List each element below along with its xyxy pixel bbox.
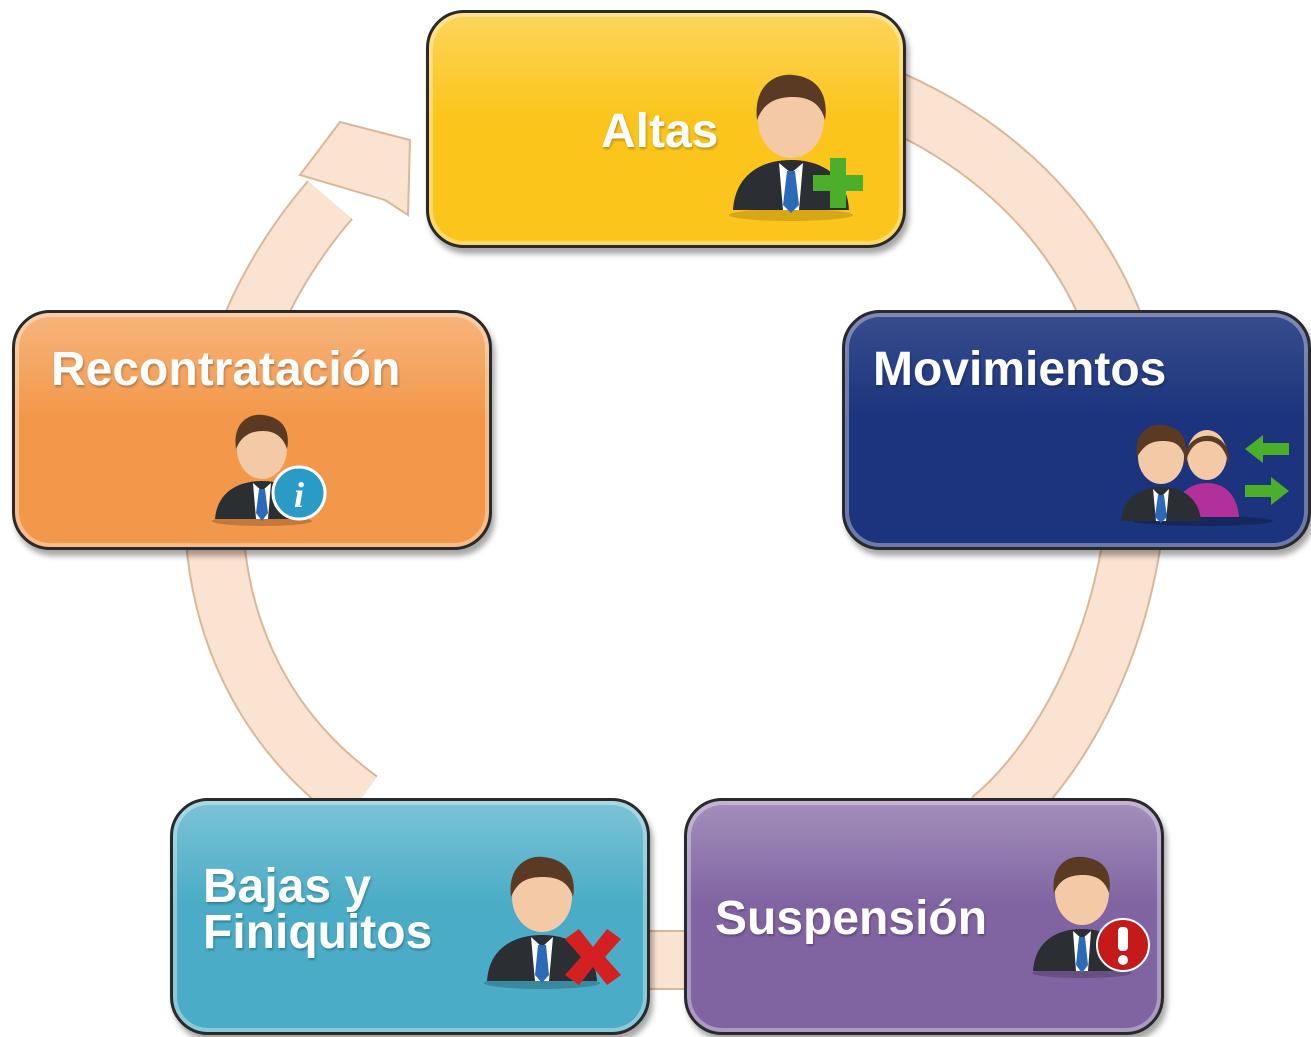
users-transfer-icon [1121, 424, 1289, 526]
node-bajas-finiquitos: Bajas y Finiquitos [170, 798, 650, 1035]
node-recontratacion: Recontratación i [12, 310, 492, 550]
user-add-icon [729, 74, 863, 221]
user-remove-icon [484, 856, 621, 989]
user-warning-icon [1032, 856, 1150, 978]
node-label-bajas-line1: Bajas y [203, 860, 372, 913]
node-label-movimientos: Movimientos [873, 343, 1167, 396]
node-suspension: Suspensión [684, 798, 1164, 1035]
node-movimientos: Movimientos [842, 310, 1311, 550]
node-label-bajas-line2: Finiquitos [203, 906, 433, 959]
user-info-icon: i [212, 414, 327, 526]
node-label-recontratacion: Recontratación [51, 343, 401, 396]
node-altas: Altas [426, 10, 906, 248]
arrow-head [298, 120, 412, 217]
svg-text:i: i [294, 475, 304, 515]
node-label-suspension: Suspensión [715, 892, 988, 945]
node-label-altas: Altas [601, 105, 719, 158]
